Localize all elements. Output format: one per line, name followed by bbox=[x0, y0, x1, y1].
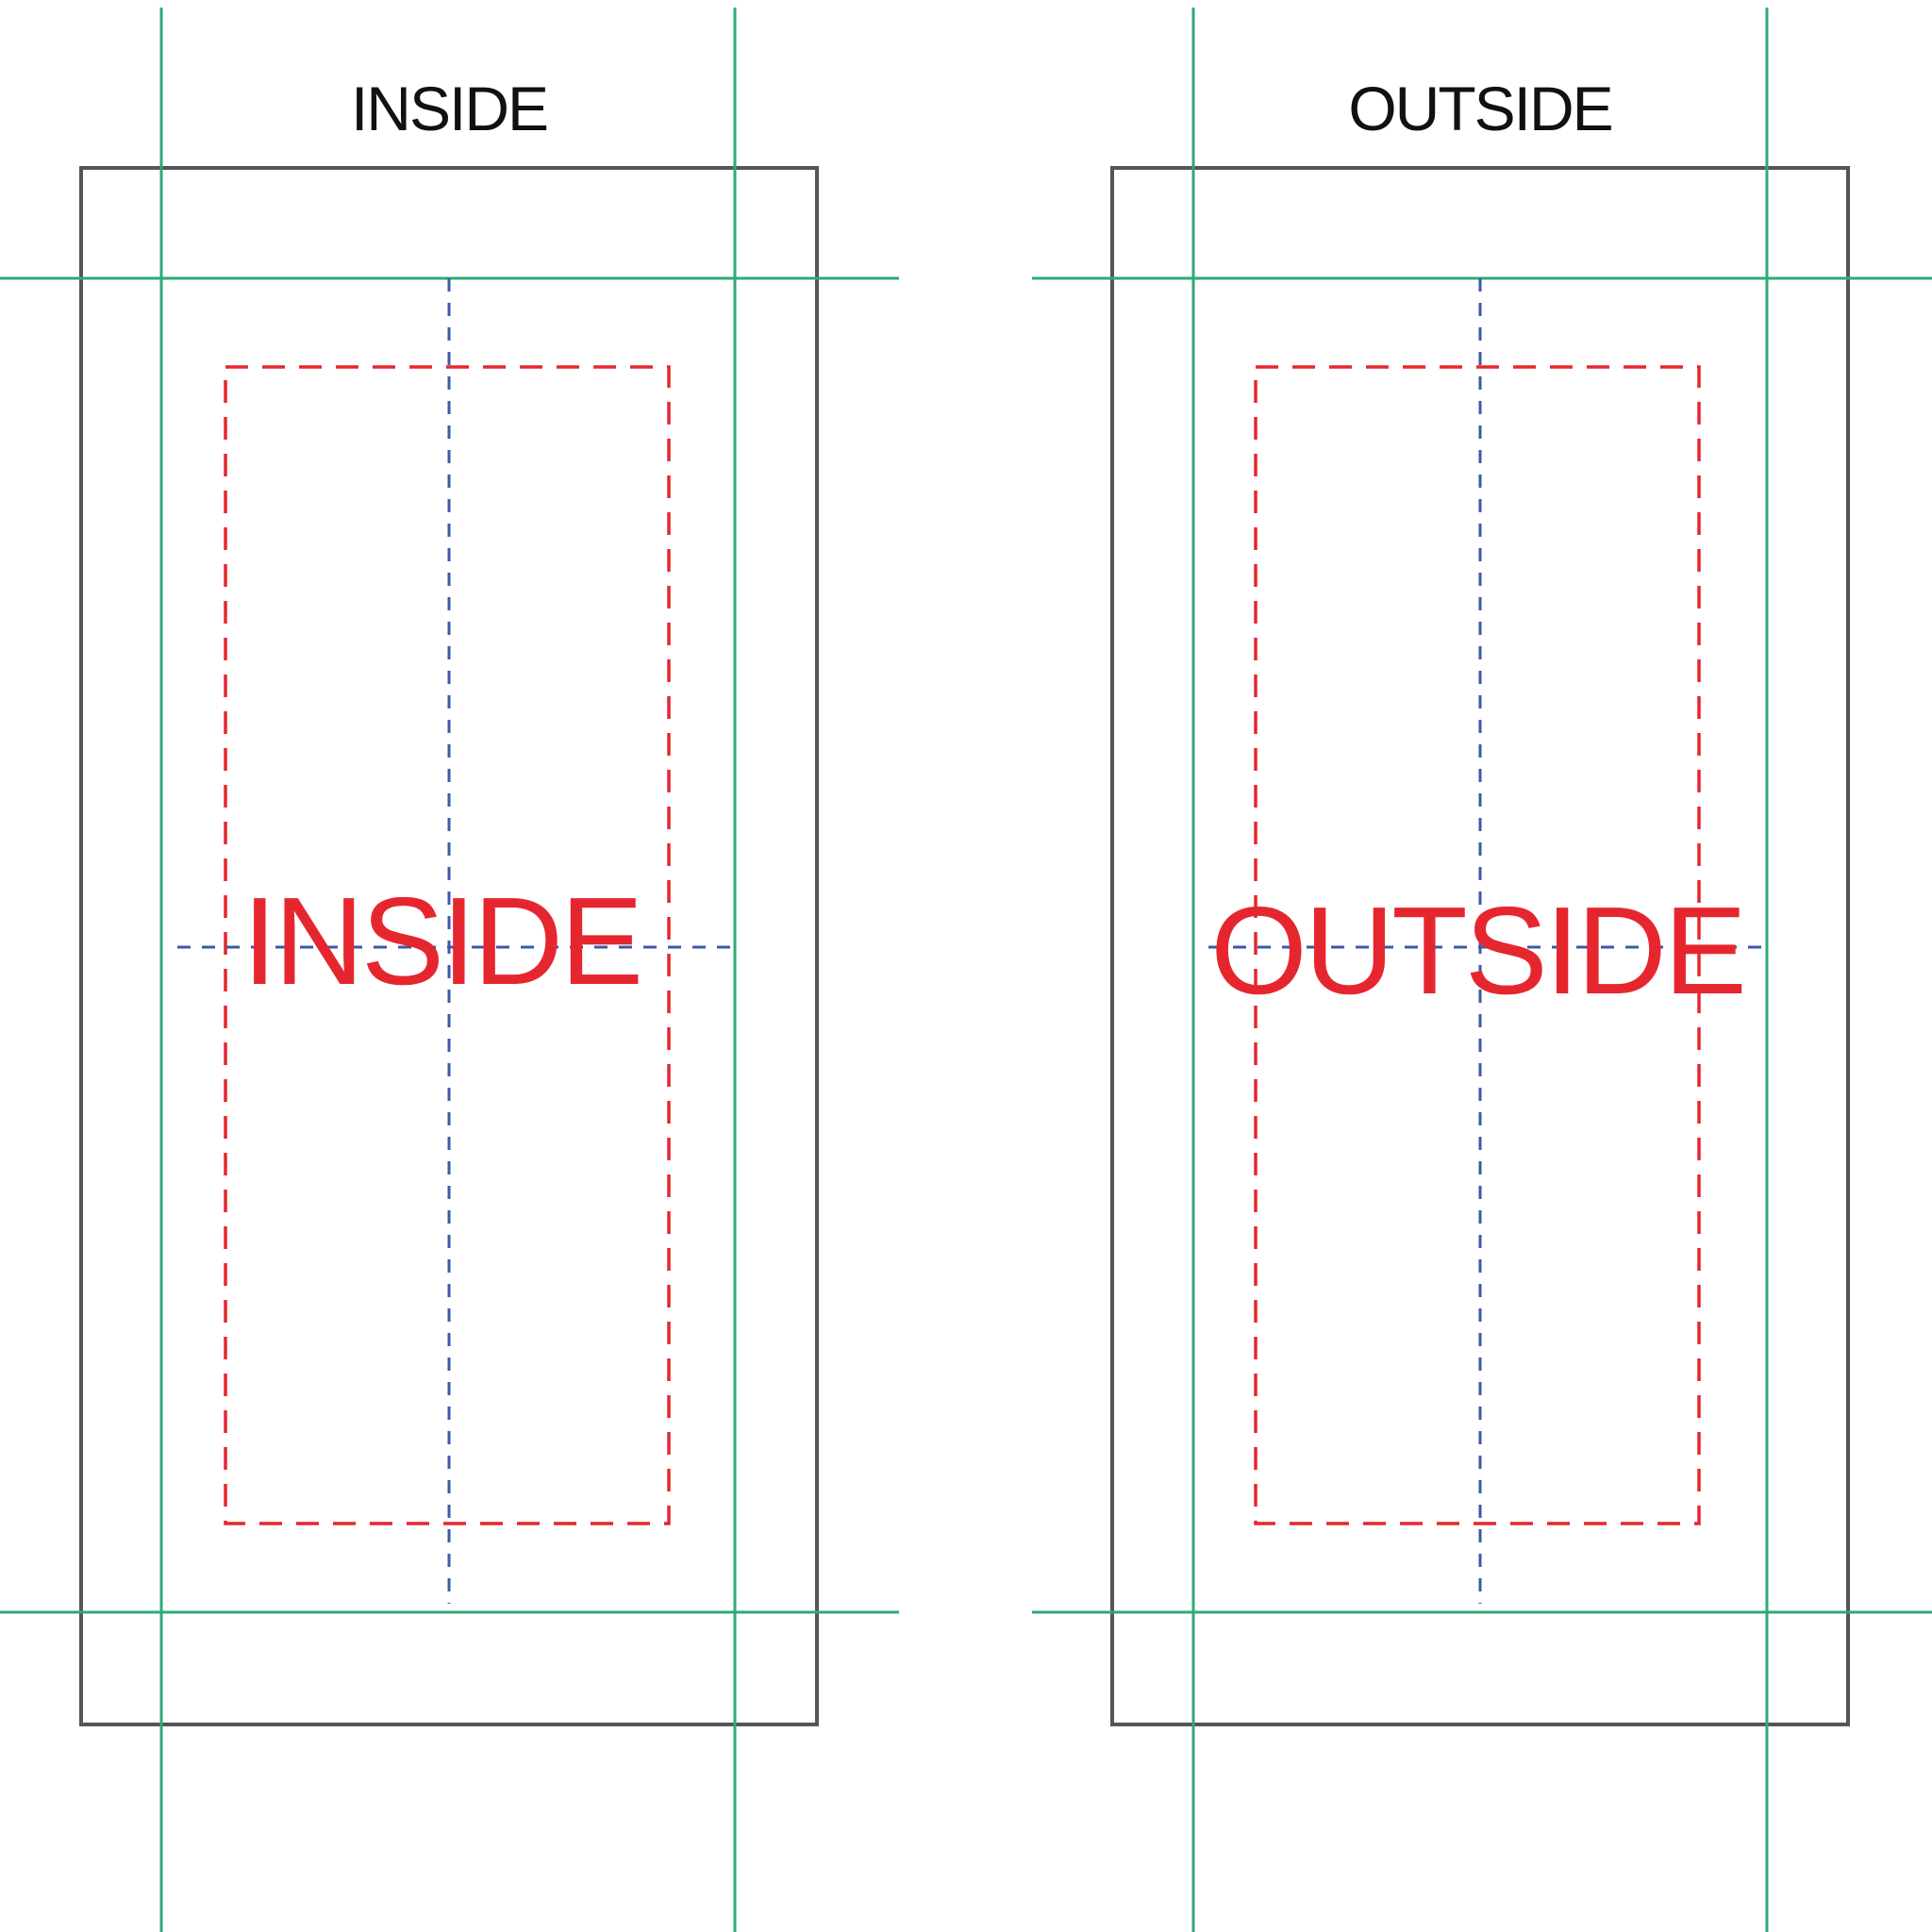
card-outline bbox=[79, 166, 819, 1726]
panel-title: OUTSIDE bbox=[1348, 74, 1611, 143]
panel-title: INSIDE bbox=[351, 74, 547, 143]
panel-center-label: OUTSIDE bbox=[1210, 881, 1744, 1020]
safe-area-box bbox=[224, 365, 671, 1525]
card-outline bbox=[1110, 166, 1850, 1726]
safe-area-box bbox=[1254, 365, 1701, 1525]
panel-center-label: INSIDE bbox=[242, 872, 641, 1010]
panel-outside: OUTSIDE OUTSIDE bbox=[1032, 8, 1932, 1932]
panel-inside: INSIDE INSIDE bbox=[0, 8, 899, 1932]
